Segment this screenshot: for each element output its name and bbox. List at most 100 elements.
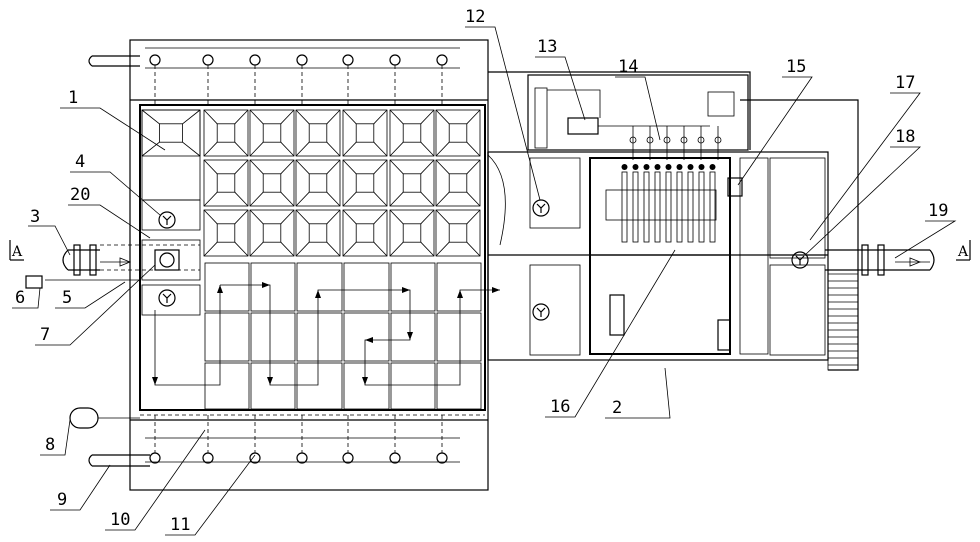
hopper-cell: [203, 209, 249, 257]
middle-room: [487, 151, 829, 361]
valve-icon: [296, 54, 308, 66]
box-7: [154, 249, 180, 271]
callout-leader: [35, 264, 156, 346]
top-manifold-valves: [145, 47, 460, 105]
callout-leader: [105, 429, 206, 531]
plate-valve-icon: [687, 164, 694, 170]
hopper-cell: [342, 109, 388, 157]
callout-leader: [605, 367, 671, 419]
valve-icon: [436, 54, 448, 66]
flow-path: [152, 282, 500, 386]
filter-plate: [621, 171, 628, 243]
callout-leader: [809, 92, 921, 241]
section-mark-left: A: [9, 240, 24, 261]
filter-plate: [654, 171, 661, 243]
tank-cell: [390, 312, 436, 362]
valve-icon: [296, 452, 308, 464]
tank-cell: [250, 262, 296, 312]
callout-13: 13: [537, 37, 557, 57]
flow-arrow: [402, 287, 410, 293]
tank-cell: [296, 262, 343, 312]
hopper-cell: [342, 209, 388, 257]
flow-arrow: [267, 377, 273, 385]
callout-1: 1: [68, 88, 78, 108]
hopper-cell: [435, 209, 481, 257]
tank-cell: [296, 312, 343, 362]
tank-cell: [436, 312, 482, 362]
tank-cell: [204, 262, 250, 312]
callout-18: 18: [895, 127, 915, 147]
flow-arrow: [457, 290, 463, 298]
top-inlet-pipe: [88, 55, 140, 67]
tank-cell: [390, 262, 436, 312]
filter-plate: [643, 171, 650, 243]
valve-icon: [249, 452, 261, 464]
callout-12: 12: [465, 7, 485, 27]
callout-leader: [615, 76, 661, 141]
valve-icon: [389, 452, 401, 464]
callout-leader: [12, 287, 41, 309]
hopper-cell: [389, 109, 435, 157]
filter-plate: [698, 171, 705, 243]
callout-leader: [60, 107, 166, 151]
plate-valve-icon: [643, 164, 650, 170]
hopper-cell: [141, 109, 201, 157]
valve-icon: [202, 54, 214, 66]
callout-15: 15: [786, 57, 806, 77]
callout-leader: [50, 464, 111, 511]
callout-leader: [535, 56, 586, 121]
hopper-cell: [435, 109, 481, 157]
flow-arrow: [407, 332, 413, 340]
callout-2: 2: [612, 398, 622, 418]
callout-leader: [70, 171, 161, 216]
valve-icon: [342, 54, 354, 66]
tank-cell: [343, 312, 390, 362]
callout-leader: [737, 76, 813, 186]
callout-leader: [804, 146, 922, 256]
outlet-pipe-19: [825, 244, 935, 276]
plate-valve-icon: [654, 164, 661, 170]
motor-15: [727, 177, 743, 197]
valve-y-icon: [791, 251, 809, 269]
flow-arrow: [315, 290, 321, 298]
valve-icon: [436, 452, 448, 464]
upper-control-room: [527, 74, 749, 151]
callout-leader: [894, 220, 957, 259]
section-mark-right: A: [956, 240, 971, 261]
filter-press-plates: [621, 126, 722, 243]
plate-valve-icon: [698, 164, 705, 170]
tank-cell: [343, 362, 390, 410]
tank-cell: [250, 312, 296, 362]
tank-cell: [250, 362, 296, 410]
callout-8: 8: [45, 435, 55, 455]
flow-arrow: [152, 377, 158, 385]
hopper-cell: [203, 109, 249, 157]
valve-icon: [342, 452, 354, 464]
hopper-cell: [249, 209, 295, 257]
callout-17: 17: [895, 73, 915, 93]
flow-arrow: [492, 287, 500, 293]
callout-leader: [28, 225, 71, 256]
filter-plate: [665, 171, 672, 243]
press-frame: [605, 189, 717, 221]
callout-leaders: [12, 26, 957, 536]
callout-20: 20: [70, 185, 90, 205]
hopper-cell: [295, 109, 341, 157]
stairs: [827, 269, 859, 371]
flow-arrow: [365, 337, 373, 343]
hopper-cell: [249, 109, 295, 157]
valve-icon: [249, 54, 261, 66]
plate-valve-icon: [709, 164, 716, 170]
sensor-6: [25, 275, 43, 289]
callout-leader: [465, 26, 541, 201]
tank-cell: [296, 362, 343, 410]
callout-3: 3: [30, 207, 40, 227]
valve-symbols: [158, 199, 809, 321]
callout-7: 7: [40, 325, 50, 345]
valve-icon: [389, 54, 401, 66]
tank-cell: [204, 362, 250, 410]
callout-labels: 1 2 3 4 5 6 7 8 9 10 11 12 13 14 15 16 1…: [15, 7, 948, 535]
valve-y-icon: [532, 303, 550, 321]
hopper-cell: [435, 159, 481, 207]
